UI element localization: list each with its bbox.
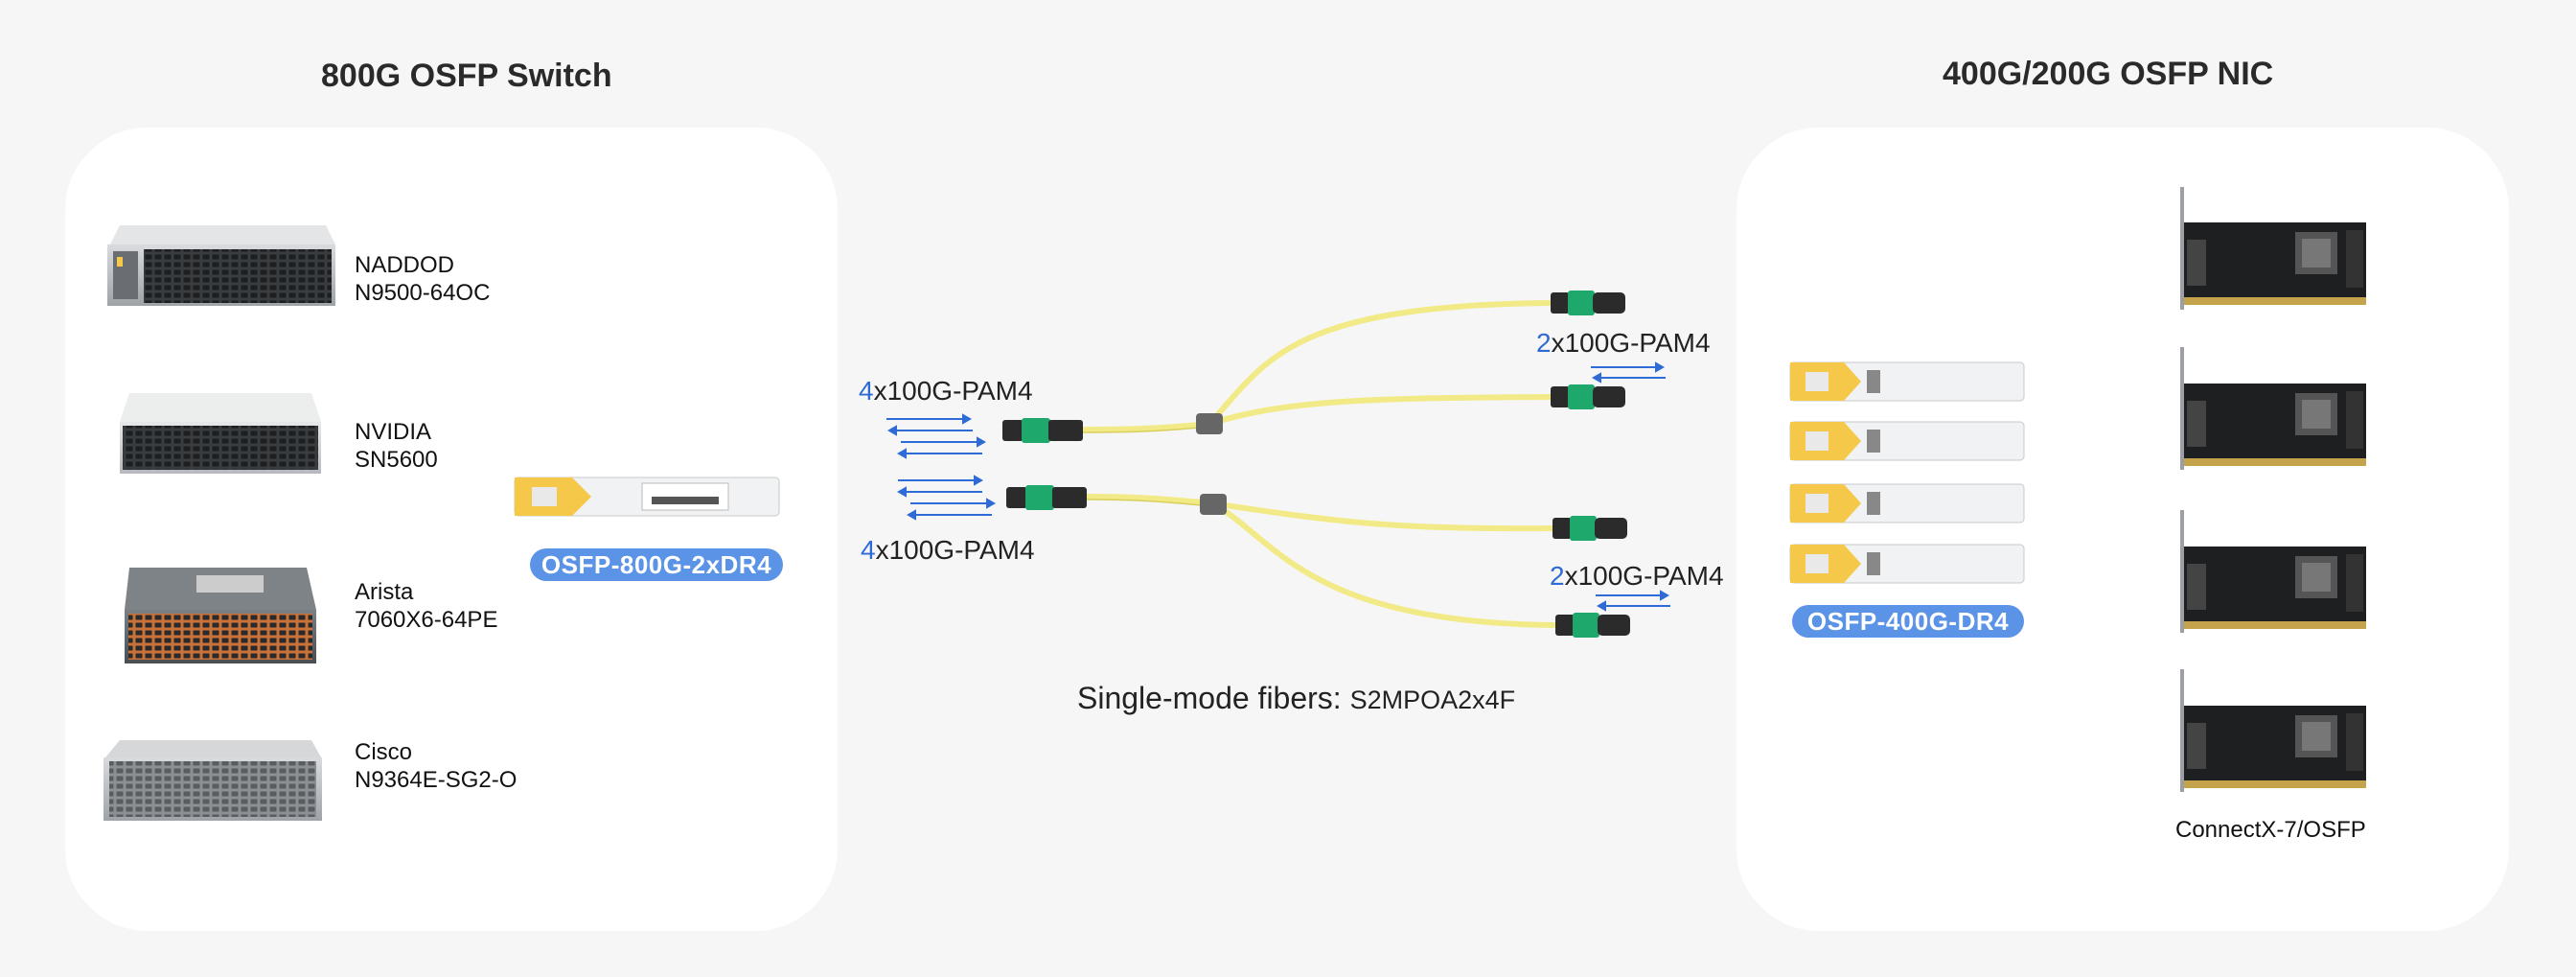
left-mpo-connector-top xyxy=(1002,418,1083,443)
signal-label-left-top: 4x100G-PAM4 xyxy=(859,376,1033,406)
osfp-800g-module-image xyxy=(514,477,780,517)
naddod-switch-image xyxy=(107,225,335,306)
right-mpo-connector-3 xyxy=(1552,516,1627,541)
cisco-switch-image xyxy=(104,740,322,821)
left-bottom-signal-arrows xyxy=(896,475,997,521)
left-mpo-connector-bottom xyxy=(1006,485,1087,510)
splitter-boot-bottom xyxy=(1200,494,1227,515)
nic-panel xyxy=(1736,128,2509,931)
right-mpo-connector-4 xyxy=(1555,613,1630,638)
splitter-boot-top xyxy=(1196,413,1223,434)
right-top-signal-arrows xyxy=(1591,361,1666,384)
right-mpo-connector-1 xyxy=(1551,291,1625,315)
nic-card-label: ConnectX-7/OSFP xyxy=(2175,817,2366,843)
left-top-signal-arrows xyxy=(886,413,987,459)
nic-section-title: 400G/200G OSFP NIC xyxy=(1943,56,2274,92)
signal-label-left-bottom: 4x100G-PAM4 xyxy=(861,535,1035,565)
device-label-arista: Arista 7060X6-64PE xyxy=(355,579,498,633)
signal-label-right-bottom: 2x100G-PAM4 xyxy=(1550,561,1724,591)
osfp-800g-module-label: OSFP-800G-2xDR4 xyxy=(530,548,783,581)
switch-section-title: 800G OSFP Switch xyxy=(321,58,612,94)
right-mpo-connector-2 xyxy=(1551,384,1625,409)
arista-switch-image xyxy=(125,568,316,663)
osfp-400g-module-images xyxy=(1789,361,2025,584)
signal-label-right-top: 2x100G-PAM4 xyxy=(1536,328,1711,358)
cable-part-number: S2MPOA2x4F xyxy=(1349,686,1516,714)
cable-caption: Single-mode fibers: S2MPOA2x4F xyxy=(1077,681,1516,715)
nic-card-images xyxy=(2180,187,2366,792)
right-bottom-signal-arrows xyxy=(1596,590,1670,612)
osfp-400g-module-label: OSFP-400G-DR4 xyxy=(1792,605,2024,638)
device-label-cisco: Cisco N9364E-SG2-O xyxy=(355,739,518,793)
device-label-nvidia: NVIDIA SN5600 xyxy=(355,419,438,473)
fiber-cables xyxy=(1080,300,1560,628)
nvidia-switch-image xyxy=(120,393,321,474)
device-label-naddod: NADDOD N9500-64OC xyxy=(355,252,491,306)
